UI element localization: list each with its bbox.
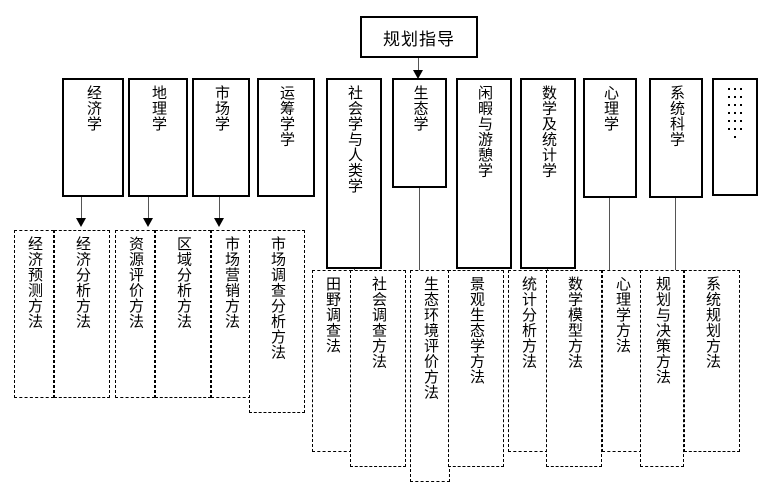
arrowhead-marketing-science: [214, 218, 224, 227]
discipline-box-ellipsis: [712, 78, 758, 196]
method-box-economic-forecasting[interactable]: 经济预测方法: [14, 230, 54, 398]
discipline-box-mathematics-statistics[interactable]: 数学及统计学: [520, 78, 576, 269]
discipline-label-economics: 经济学: [84, 85, 103, 132]
method-label-landscape-ecology: 景观生态学方法: [467, 276, 486, 385]
method-label-planning-decision: 规划与决策方法: [653, 276, 672, 385]
discipline-box-ecology[interactable]: 生态学: [392, 78, 447, 188]
method-label-statistical-analysis: 统计分析方法: [519, 276, 538, 369]
discipline-label-operations-research: 运筹学学: [277, 85, 296, 147]
ellipsis-icon: [714, 88, 756, 138]
method-box-social-survey[interactable]: 社会调查方法: [350, 270, 406, 467]
arrowhead-root-to-ecology: [413, 70, 423, 79]
method-label-regional-analysis: 区域分析方法: [174, 236, 193, 329]
method-box-statistical-analysis[interactable]: 统计分析方法: [508, 270, 548, 452]
method-box-psychology-methods[interactable]: 心理学方法: [602, 270, 642, 452]
connector-marketing-science: [219, 197, 220, 221]
connector-ecology: [419, 188, 420, 292]
discipline-label-geography: 地理学: [149, 85, 168, 132]
method-label-market-survey-analysis: 市场调查分析方法: [268, 236, 287, 360]
method-label-psychology-methods: 心理学方法: [613, 276, 632, 354]
discipline-label-mathematics-statistics: 数学及统计学: [539, 85, 558, 178]
method-box-resource-evaluation[interactable]: 资源评价方法: [115, 230, 155, 398]
method-label-mathematical-model: 数学模型方法: [565, 276, 584, 369]
discipline-box-geography[interactable]: 地理学: [128, 78, 188, 197]
discipline-label-leisure-recreation: 闲暇与游憩学: [475, 85, 494, 178]
discipline-box-marketing-science[interactable]: 市场学: [192, 78, 250, 197]
connector-root-to-ecology: [418, 58, 419, 74]
method-box-regional-analysis[interactable]: 区域分析方法: [155, 230, 211, 398]
discipline-box-systems-science[interactable]: 系统科学: [649, 78, 703, 198]
method-label-marketing-methods: 市场营销方法: [222, 236, 241, 329]
method-label-system-planning: 系统规划方法: [703, 276, 722, 369]
root-node-label: 规划指导: [383, 29, 455, 50]
arrowhead-economics: [76, 218, 86, 227]
connector-geography: [148, 197, 149, 221]
discipline-box-psychology[interactable]: 心理学: [583, 78, 637, 198]
method-label-eco-environment-evaluation: 生态环境评价方法: [421, 276, 440, 400]
method-box-field-survey[interactable]: 田野调查法: [312, 270, 352, 452]
method-box-system-planning[interactable]: 系统规划方法: [684, 270, 740, 452]
discipline-box-operations-research[interactable]: 运筹学学: [257, 78, 315, 197]
discipline-box-economics[interactable]: 经济学: [62, 78, 124, 197]
method-box-market-survey-analysis[interactable]: 市场调查分析方法: [249, 230, 305, 413]
method-box-eco-environment-evaluation[interactable]: 生态环境评价方法: [410, 270, 450, 482]
method-box-marketing-methods[interactable]: 市场营销方法: [211, 230, 251, 398]
method-box-economic-analysis[interactable]: 经济分析方法: [54, 230, 110, 398]
discipline-label-psychology: 心理学: [601, 85, 620, 132]
root-node-planning-guidance[interactable]: 规划指导: [360, 16, 478, 58]
method-label-field-survey: 田野调查法: [323, 276, 342, 354]
connector-economics: [81, 197, 82, 221]
discipline-box-leisure-recreation[interactable]: 闲暇与游憩学: [456, 78, 512, 269]
discipline-label-systems-science: 系统科学: [667, 85, 686, 147]
discipline-label-sociology-anthropology: 社会学与人类学: [345, 85, 364, 194]
method-label-social-survey: 社会调查方法: [369, 276, 388, 369]
arrowhead-geography: [143, 218, 153, 227]
method-label-economic-analysis: 经济分析方法: [73, 236, 92, 329]
method-box-mathematical-model[interactable]: 数学模型方法: [546, 270, 602, 467]
method-box-planning-decision[interactable]: 规划与决策方法: [640, 270, 684, 467]
discipline-box-sociology-anthropology[interactable]: 社会学与人类学: [326, 78, 382, 269]
method-label-economic-forecasting: 经济预测方法: [25, 236, 44, 329]
method-label-resource-evaluation: 资源评价方法: [126, 236, 145, 329]
connector-psychology: [609, 198, 610, 292]
discipline-label-marketing-science: 市场学: [212, 85, 231, 132]
method-box-landscape-ecology[interactable]: 景观生态学方法: [448, 270, 504, 467]
connector-systems-science: [675, 198, 676, 292]
discipline-label-ecology: 生态学: [411, 85, 430, 132]
